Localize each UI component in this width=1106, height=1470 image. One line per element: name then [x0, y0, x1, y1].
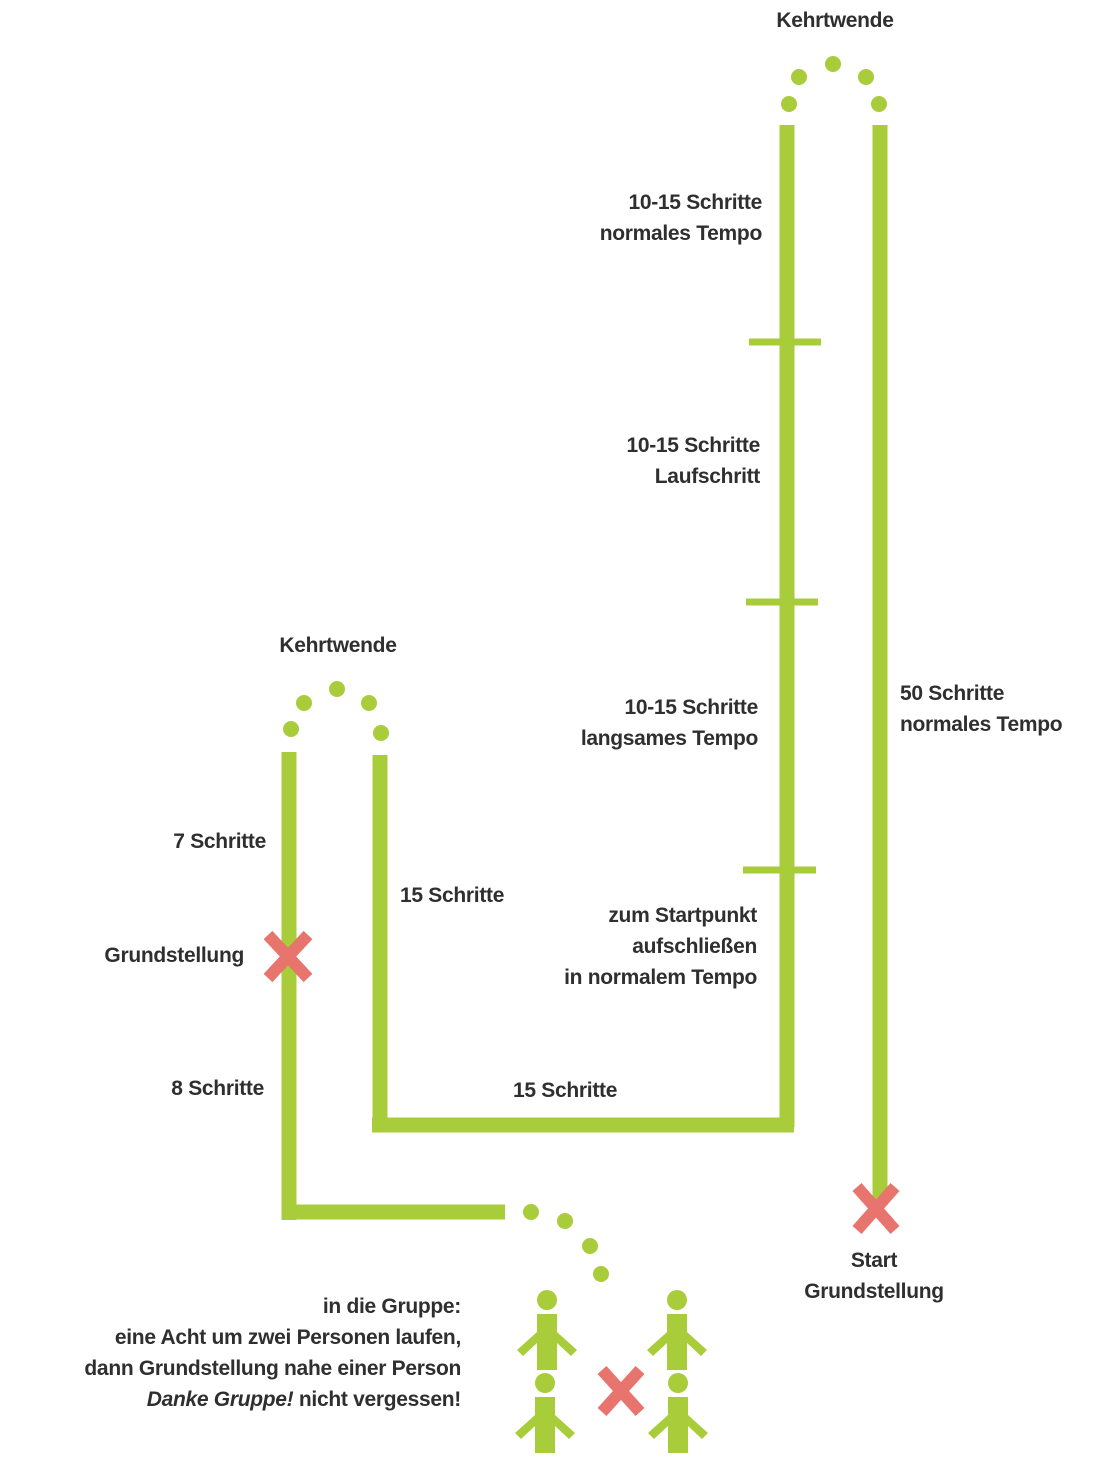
turn-dot: [871, 96, 887, 112]
segment-label-2: 10-15 Schritte Laufschritt: [626, 430, 760, 492]
inner-right-label: 15 Schritte: [400, 884, 505, 907]
left-grundstellung-label: Grundstellung: [104, 944, 244, 967]
group-line-2: eine Acht um zwei Personen laufen,: [114, 1326, 461, 1349]
left-up-label: 7 Schritte: [173, 830, 266, 853]
segment-label-4-line2: aufschließen: [632, 935, 757, 958]
group-line-4-italic: Danke Gruppe!: [146, 1388, 294, 1411]
segment-label-3: 10-15 Schritte langsames Tempo: [581, 692, 758, 754]
start-label-line1: Start: [850, 1249, 898, 1272]
segment-label-2-line2: Laufschritt: [654, 465, 761, 488]
person-icon: [648, 1373, 708, 1453]
grundstellung-cross-icon: [263, 930, 313, 983]
segment-label-3-line2: langsames Tempo: [580, 727, 758, 750]
group-line-1: in die Gruppe:: [322, 1295, 461, 1318]
turn-label-left: Kehrtwende: [279, 634, 397, 657]
segment-label-3-line1: 10-15 Schritte: [624, 696, 758, 719]
segment-label-4: zum Startpunkt aufschließen in normalem …: [564, 900, 757, 993]
person-icon: [515, 1373, 575, 1453]
group-instructions: in die Gruppe: eine Acht um zwei Persone…: [84, 1291, 461, 1415]
turn-dot: [858, 69, 874, 85]
start-label-line2: Grundstellung: [804, 1280, 944, 1303]
turn-dot: [296, 695, 312, 711]
trail-dot: [582, 1238, 598, 1254]
turn-label-top: Kehrtwende: [776, 9, 894, 32]
segment-label-2-line1: 10-15 Schritte: [626, 434, 760, 457]
turn-dot: [781, 96, 797, 112]
start-cross-icon: [852, 1183, 900, 1234]
segment-label-4-line3: in normalem Tempo: [564, 966, 757, 989]
segment-label-1: 10-15 Schritte normales Tempo: [599, 187, 763, 249]
segment-label-4-line1: zum Startpunkt: [608, 904, 757, 927]
segment-label-1-line1: 10-15 Schritte: [628, 191, 762, 214]
left-down-label: 8 Schritte: [171, 1077, 264, 1100]
start-label: Start Grundstellung: [776, 1245, 972, 1307]
segment-label-1-line2: normales Tempo: [599, 222, 763, 245]
bottom-label: 15 Schritte: [513, 1079, 618, 1102]
group-line-4-rest: nicht vergessen!: [293, 1388, 461, 1411]
group-cross-icon: [597, 1365, 645, 1417]
group-line-3: dann Grundstellung nahe einer Person: [84, 1357, 461, 1380]
right-line-label: 50 Schritte normales Tempo: [900, 678, 1063, 740]
right-line-label-line1: 50 Schritte: [900, 682, 1005, 705]
turn-dot: [361, 695, 377, 711]
turn-dot: [791, 69, 807, 85]
trail-dot: [523, 1204, 539, 1220]
turn-dot: [373, 725, 389, 741]
trail-dot: [557, 1213, 573, 1229]
turn-dot: [825, 56, 841, 72]
right-line-label-line2: normales Tempo: [900, 713, 1063, 736]
turn-dot: [329, 681, 345, 697]
person-icon: [647, 1290, 707, 1370]
group-line-4: Danke Gruppe! nicht vergessen!: [84, 1384, 462, 1415]
trail-dot: [593, 1266, 609, 1282]
person-icon: [517, 1290, 577, 1370]
turn-dot: [283, 721, 299, 737]
